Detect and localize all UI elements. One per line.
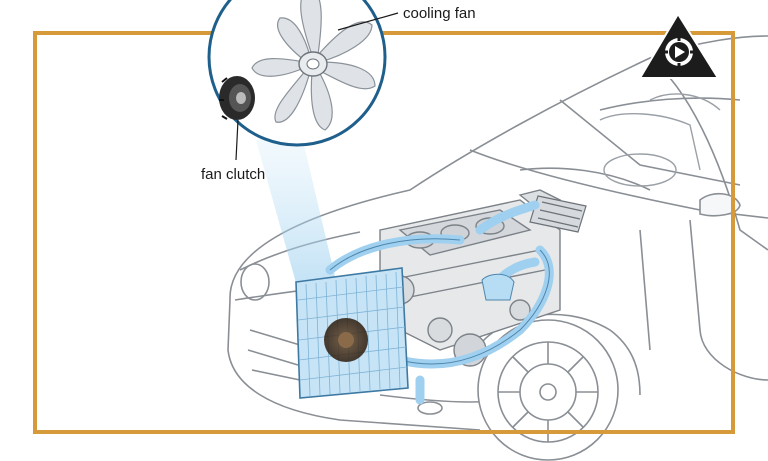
car-body <box>227 35 768 461</box>
coolant-reservoir <box>481 273 515 301</box>
fan-clutch-label: fan clutch <box>201 166 265 183</box>
radiator <box>295 267 409 399</box>
cooling-fan-label: cooling fan <box>403 5 476 22</box>
cooling-fan-leader-line <box>337 12 399 31</box>
cooling-fan-blades <box>251 0 376 131</box>
fan-clutch-part <box>219 76 255 120</box>
heater-core <box>529 195 587 233</box>
fan-clutch-leader-line <box>235 119 239 161</box>
fan-callout <box>207 0 387 147</box>
frame-border <box>33 31 735 434</box>
coolant-hoses-outline <box>329 238 550 365</box>
triangle-gear-logo-icon <box>638 12 720 79</box>
car-interior <box>599 93 721 187</box>
